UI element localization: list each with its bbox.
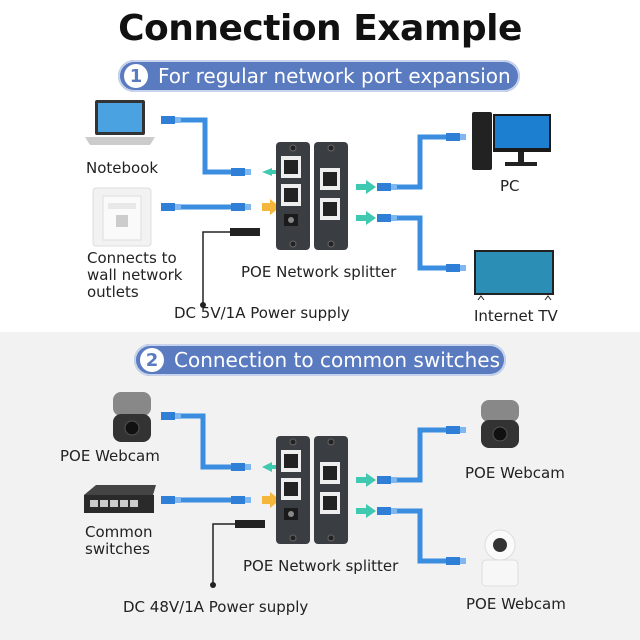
page-title: Connection Example: [118, 8, 522, 49]
ptz-camera-icon: [481, 400, 519, 448]
label-line: Connects to: [87, 249, 177, 267]
power-cable: [200, 228, 260, 308]
wall-outlet-icon: [92, 187, 152, 247]
label-notebook: Notebook: [86, 159, 159, 177]
label-power-supply: DC 5V/1A Power supply: [174, 304, 350, 322]
label-webcam-left: POE Webcam: [60, 447, 160, 465]
label-line: wall network: [87, 266, 183, 284]
label-home-camera: POE Webcam: [466, 595, 566, 613]
arrow-out-icon: [356, 473, 376, 487]
cable-home-camera: [377, 507, 466, 565]
cable-webcam-left: [161, 412, 251, 471]
arrow-out-icon: [356, 504, 376, 518]
desktop-pc-icon: [472, 112, 551, 170]
label-switches: Common switches: [85, 524, 153, 558]
label-splitter: POE Network splitter: [241, 263, 397, 281]
cable-notebook: [161, 116, 251, 176]
cable-pc: [377, 133, 466, 191]
step-number-badge: 1: [124, 64, 148, 88]
section-2-heading-text: Connection to common switches: [174, 348, 500, 372]
poe-splitter-icon: [275, 141, 349, 251]
cable-wall-outlet: [161, 203, 251, 211]
arrow-in-icon: [262, 492, 280, 508]
cable-webcam-right: [377, 426, 466, 484]
section-2-heading: 2 Connection to common switches: [134, 344, 506, 376]
home-camera-icon: [481, 529, 519, 587]
power-cable: [210, 520, 265, 588]
label-pc: PC: [500, 177, 520, 195]
label-splitter: POE Network splitter: [243, 557, 399, 575]
arrow-out-icon: [262, 462, 282, 472]
label-line: outlets: [87, 283, 139, 301]
label-power-supply: DC 48V/1A Power supply: [123, 598, 309, 616]
poe-splitter-icon: [275, 435, 349, 545]
laptop-icon: [85, 100, 155, 145]
section-1-heading: 1 For regular network port expansion: [118, 60, 520, 92]
ptz-camera-icon: [113, 392, 151, 442]
arrow-in-icon: [262, 199, 280, 215]
section-1-heading-text: For regular network port expansion: [158, 64, 511, 88]
label-internet-tv: Internet TV: [474, 307, 558, 325]
label-line: switches: [85, 540, 150, 558]
label-line: Common: [85, 523, 153, 541]
cable-switch: [161, 496, 251, 504]
arrow-out-icon: [356, 211, 376, 225]
arrow-out-icon: [356, 180, 376, 194]
network-switch-icon: [84, 485, 156, 513]
tv-icon: [474, 250, 554, 301]
cable-tv: [377, 214, 466, 272]
label-webcam-right: POE Webcam: [465, 464, 565, 482]
label-wall-outlets: Connects to wall network outlets: [87, 250, 182, 301]
step-number-badge: 2: [140, 348, 164, 372]
